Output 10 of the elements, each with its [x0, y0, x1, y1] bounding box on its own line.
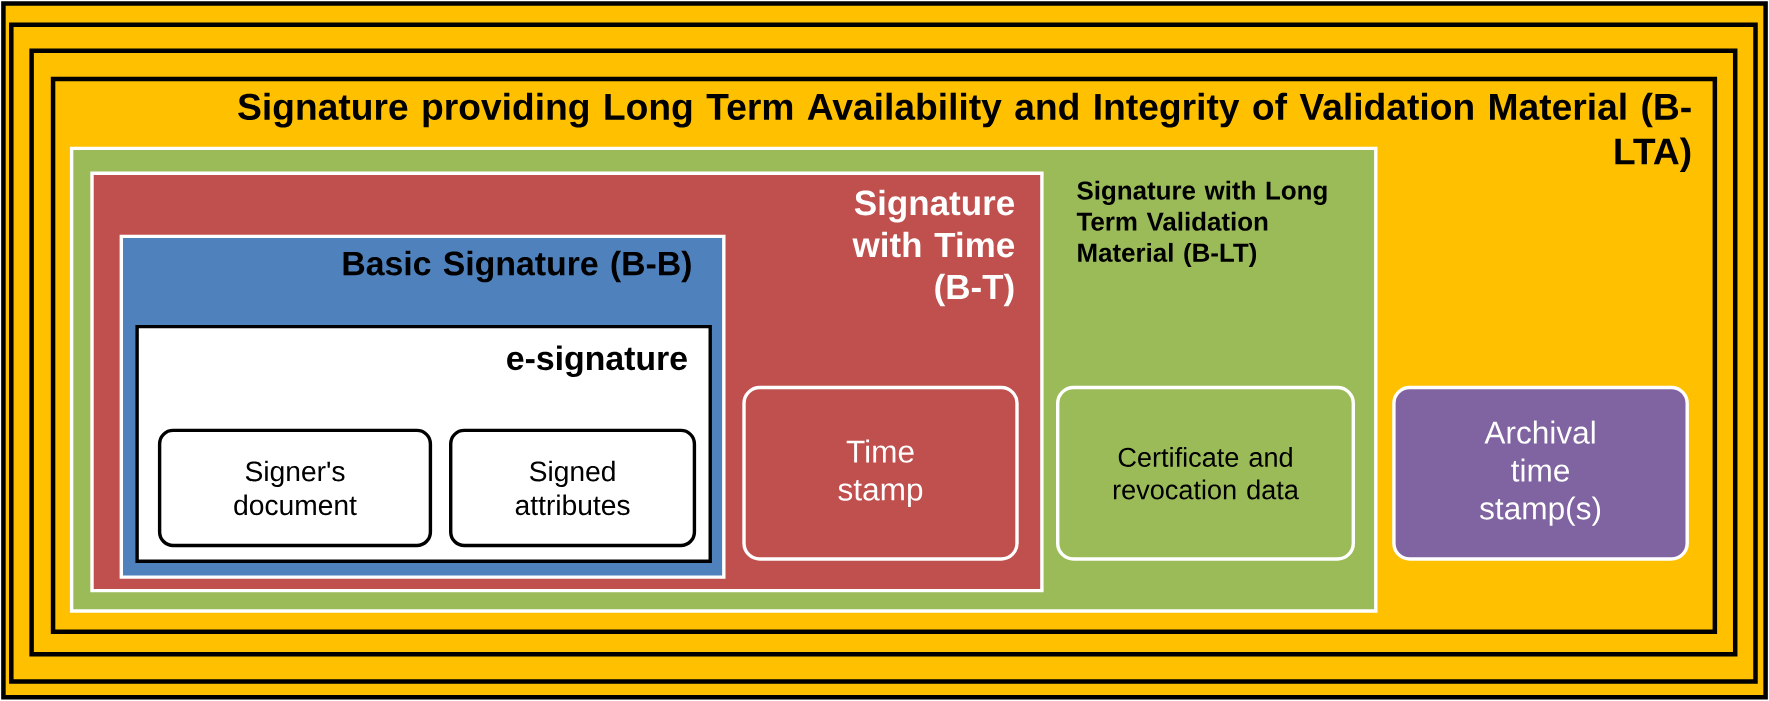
panel-heading: Signature providing Long Term Availability and Integrity of Validation Material (B-LTA) [238, 92, 1691, 173]
element-box: Time stamp [742, 385, 1019, 561]
element-box: Certificate and revocation data [1056, 385, 1355, 561]
panel-heading: Signature with Time (B-T) [852, 189, 1015, 307]
panel-heading: Signature with Long Term Validation Material (B-LT) [1076, 180, 1327, 268]
element-box: Signed attributes [449, 428, 697, 548]
panel-heading: e-signature [507, 345, 687, 378]
panel-heading: Basic Signature (B-B) [343, 250, 691, 283]
element-box: Signer's document [157, 428, 433, 548]
element-box: Archival time stamp(s) [1392, 385, 1689, 561]
